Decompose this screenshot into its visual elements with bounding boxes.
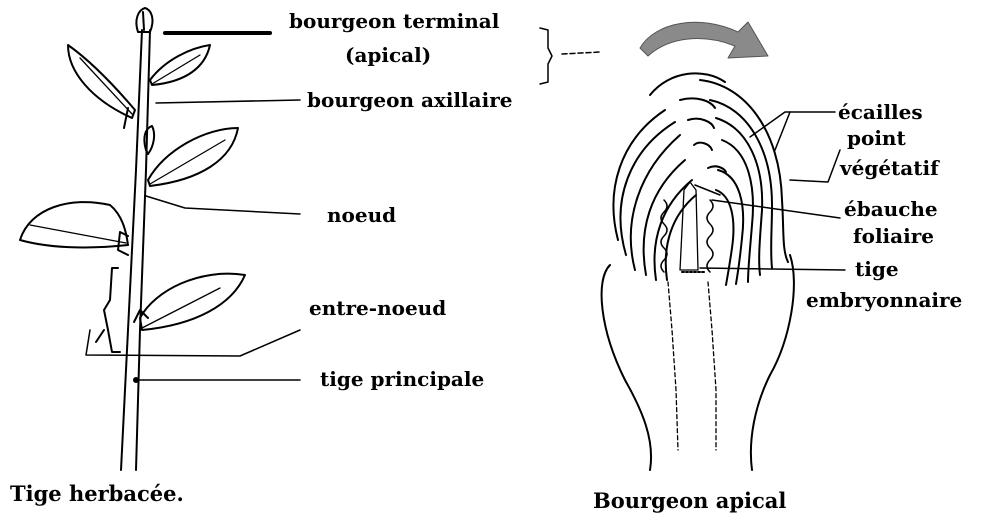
- leader-node: [146, 196, 300, 214]
- internode-bracket: [104, 268, 120, 352]
- label-main-stem: tige principale: [320, 368, 484, 390]
- bud-outline-right: [751, 255, 794, 470]
- label-node: noeud: [327, 204, 396, 226]
- label-leaf-primordium: ébauche: [844, 198, 938, 220]
- leader-embryonic-stem: [700, 268, 845, 270]
- label-internode: entre-noeud: [309, 297, 446, 319]
- label-bracket: [540, 28, 552, 84]
- axillary-bud: [144, 126, 154, 154]
- label-growing-point: point: [847, 127, 906, 149]
- bud-dome: [650, 73, 725, 95]
- label-embryonic-stem: tige: [855, 258, 899, 280]
- label-axillary-bud: bourgeon axillaire: [307, 89, 512, 111]
- leaf-primordia-right: [707, 200, 713, 272]
- apical-bud-drawing: [602, 73, 794, 470]
- leaf-upper-right: [150, 45, 210, 85]
- caption-herbaceous-stem: Tige herbacée.: [10, 483, 184, 505]
- connector-dashes: [562, 52, 600, 54]
- curved-arrow-icon: [640, 22, 768, 58]
- caption-apical-bud: Bourgeon apical: [593, 490, 786, 512]
- label-embryonic-stem-2: embryonnaire: [806, 289, 962, 311]
- leader-axillary-bud: [156, 100, 300, 103]
- embryonic-stem-left: [668, 282, 678, 450]
- label-terminal-bud-apical: (apical): [345, 44, 431, 66]
- embryonic-stem-right: [708, 282, 716, 450]
- left-leader-lines: [86, 33, 300, 382]
- label-scales: écailles: [838, 101, 923, 123]
- label-growing-point-vegetative: végétatif: [840, 157, 939, 179]
- label-leaf-primordium-foliar: foliaire: [853, 225, 934, 247]
- main-stem-right-edge: [136, 30, 150, 470]
- leader-growing-point: [790, 150, 840, 182]
- herbaceous-stem-drawing: [20, 8, 245, 470]
- label-terminal-bud: bourgeon terminal: [289, 10, 499, 32]
- bud-outline-left: [602, 265, 652, 470]
- connector: [540, 28, 600, 84]
